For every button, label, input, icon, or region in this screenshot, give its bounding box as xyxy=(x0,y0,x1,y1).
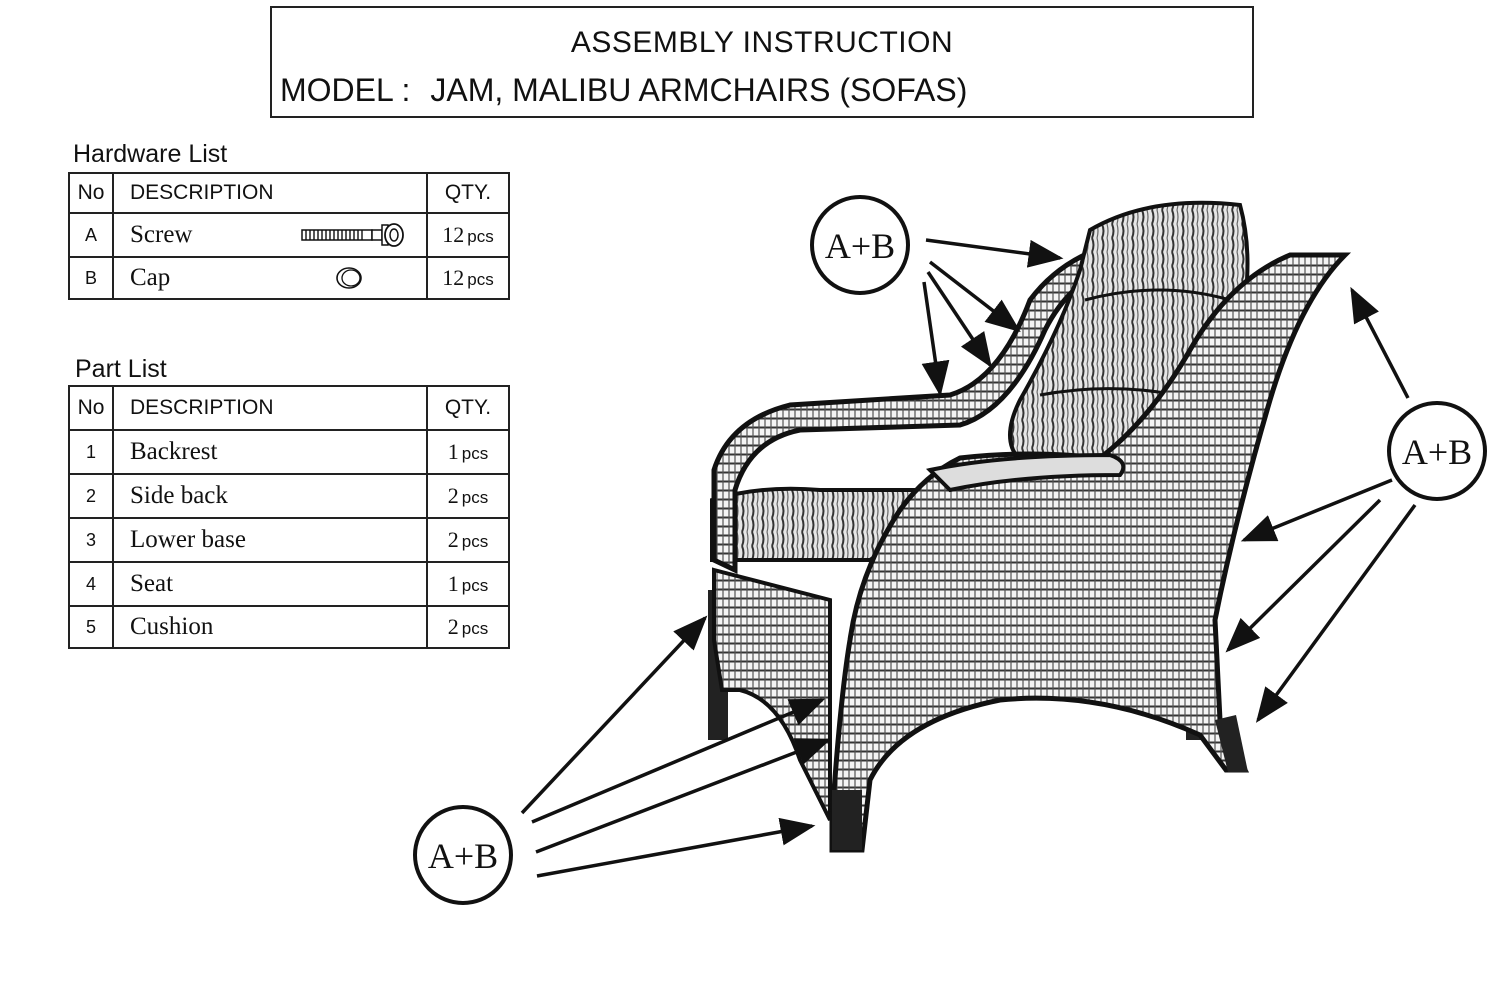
row-description: Backrest xyxy=(112,429,428,475)
row-no: 3 xyxy=(68,517,114,563)
row-description: Cap xyxy=(130,264,171,291)
row-no: B xyxy=(68,256,114,300)
model-label: MODEL : xyxy=(280,72,411,108)
callout-arrow xyxy=(925,238,1064,268)
row-no: 2 xyxy=(68,473,114,519)
callout-circle xyxy=(413,805,513,905)
callout-top: A+B xyxy=(810,195,910,295)
callout-arrow xyxy=(926,271,992,368)
callout-circle xyxy=(810,195,910,295)
document-title: ASSEMBLY INSTRUCTION xyxy=(570,26,954,59)
callout-top-arrows xyxy=(921,238,1064,397)
row-description: Screw xyxy=(130,221,193,248)
column-header-no: No xyxy=(68,385,114,431)
wicker-armchair-illustration xyxy=(708,200,1352,853)
model-value: JAM, MALIBU ARMCHAIRS (SOFAS) xyxy=(430,72,968,108)
hardware-list-title: Hardware List xyxy=(73,140,228,168)
chair-lower-base-left xyxy=(712,567,832,821)
hardware-table: No DESCRIPTION QTY. A Screw 12 xyxy=(68,172,510,300)
callout-label: A+B xyxy=(428,836,498,876)
table-header-row: No DESCRIPTION QTY. xyxy=(68,385,510,431)
chair-front-leg-right xyxy=(1215,715,1248,772)
row-qty: 12 xyxy=(442,265,465,290)
callout-right-arrows xyxy=(1225,286,1417,723)
row-description-cell: Cap xyxy=(112,256,428,300)
callout-arrow xyxy=(536,817,816,878)
row-unit: pcs xyxy=(461,444,489,463)
row-no: 5 xyxy=(68,605,114,649)
chair-armrest xyxy=(925,452,1126,493)
row-unit: pcs xyxy=(467,270,494,289)
callout-label: A+B xyxy=(825,226,895,266)
callout-arrow xyxy=(531,698,826,824)
chair-front-leg-left xyxy=(832,790,862,850)
callout-arrow xyxy=(1350,286,1410,399)
row-description-cell: Screw xyxy=(112,212,428,258)
callout-label: A+B xyxy=(1402,432,1472,472)
row-description: Cushion xyxy=(112,605,428,649)
part-list-title: Part List xyxy=(75,355,167,383)
column-header-description: DESCRIPTION xyxy=(112,385,428,431)
row-unit: pcs xyxy=(461,576,489,595)
callout-arrow xyxy=(928,260,1021,333)
row-qty: 1 xyxy=(447,439,459,464)
row-description: Side back xyxy=(112,473,428,519)
column-header-description: DESCRIPTION xyxy=(112,172,428,214)
row-description: Seat xyxy=(112,561,428,607)
row-unit: pcs xyxy=(467,227,494,246)
table-header-row: No DESCRIPTION QTY. xyxy=(68,172,510,214)
callout-arrow xyxy=(1255,503,1417,723)
column-header-qty: QTY. xyxy=(426,385,510,431)
row-no: A xyxy=(68,212,114,258)
row-qty: 12 xyxy=(442,222,465,247)
row-description: Lower base xyxy=(112,517,428,563)
row-unit: pcs xyxy=(461,532,489,551)
callout-bottom-arrows xyxy=(520,615,832,878)
callout-arrow xyxy=(520,615,708,815)
callout-arrow xyxy=(1225,498,1382,653)
row-qty: 2 xyxy=(447,614,459,639)
callout-arrow xyxy=(1240,478,1393,542)
cap-icon xyxy=(336,267,362,289)
callout-bottom: A+B xyxy=(413,805,513,905)
column-header-qty: QTY. xyxy=(426,172,510,214)
callout-arrow xyxy=(535,738,832,854)
callout-arrow xyxy=(921,281,950,397)
row-qty: 1 xyxy=(447,571,459,596)
callout-circle xyxy=(1387,401,1487,501)
row-qty: 2 xyxy=(447,527,459,552)
screw-icon xyxy=(301,223,404,247)
row-unit: pcs xyxy=(461,619,489,638)
row-qty: 2 xyxy=(447,483,459,508)
column-header-no: No xyxy=(68,172,114,214)
callout-right: A+B xyxy=(1387,401,1487,501)
title-box: ASSEMBLY INSTRUCTION MODEL : JAM, MALIBU … xyxy=(270,6,1254,118)
row-unit: pcs xyxy=(461,488,489,507)
model-line: MODEL : JAM, MALIBU ARMCHAIRS (SOFAS) xyxy=(280,72,967,109)
row-no: 4 xyxy=(68,561,114,607)
row-no: 1 xyxy=(68,429,114,475)
